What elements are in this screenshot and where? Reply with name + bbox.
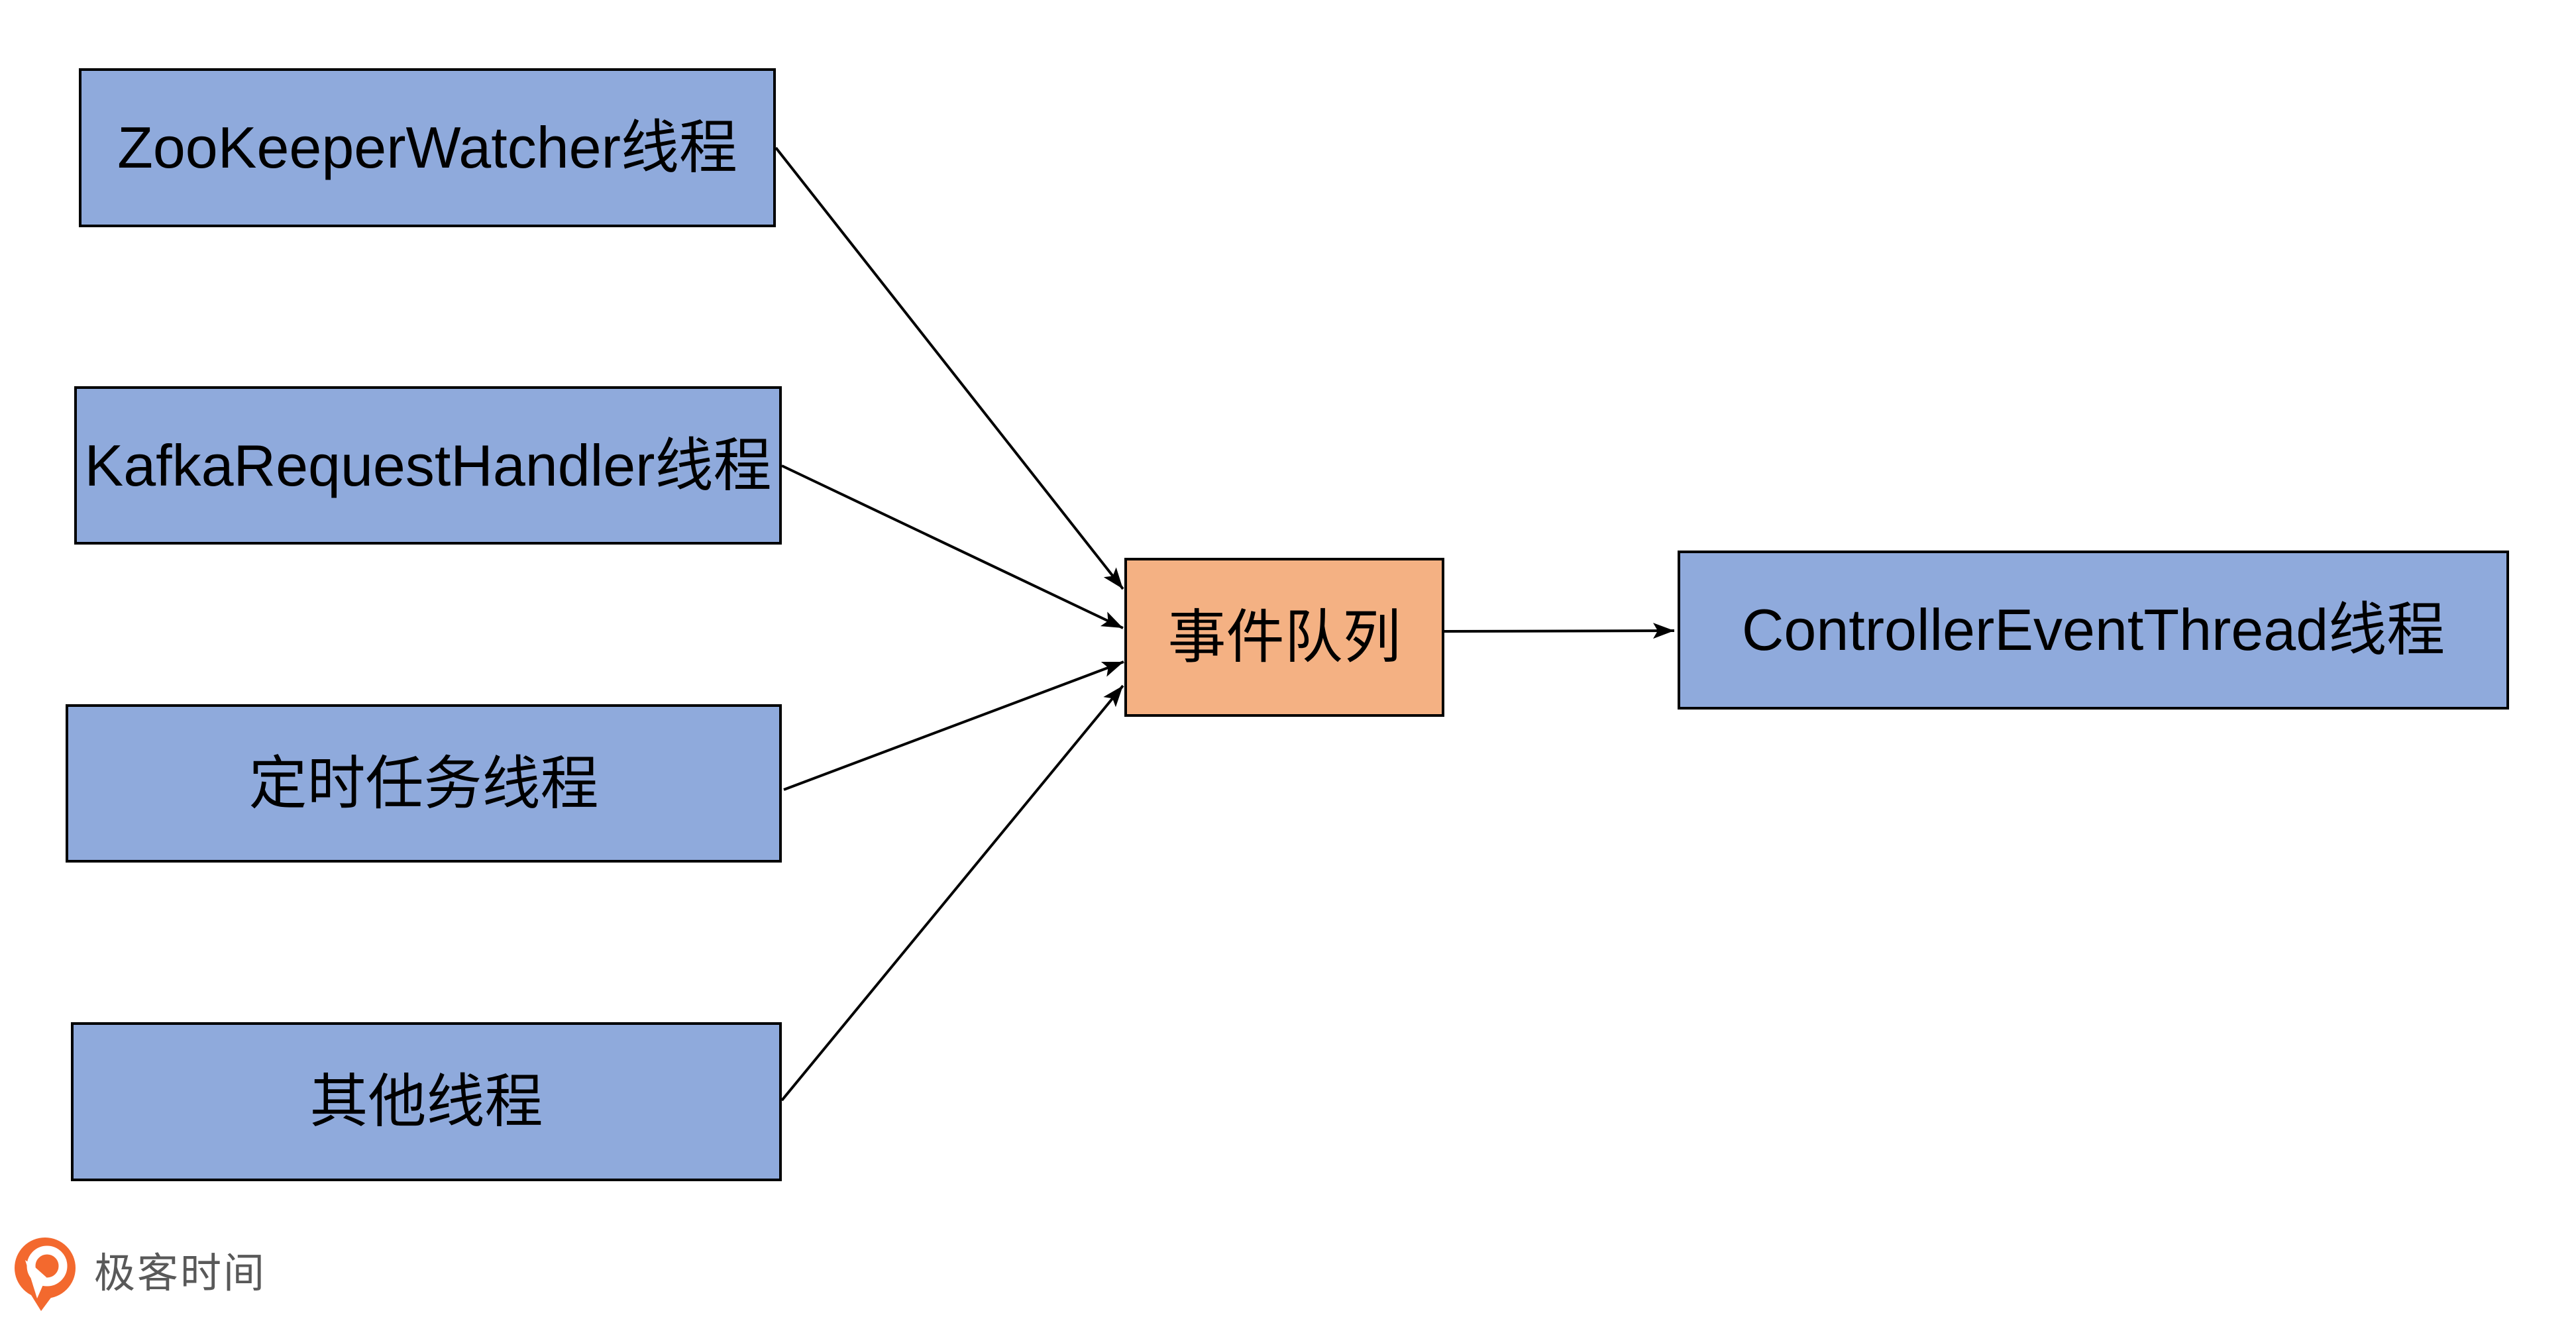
node-controller-event-thread: ControllerEventThread线程 — [1678, 551, 2509, 710]
node-zookeeper-watcher-thread: ZooKeeperWatcher线程 — [79, 68, 776, 227]
edge-kafka-request-handler-thread-to-event-queue — [781, 464, 1124, 629]
brand-footer: 极客时间 — [12, 1236, 266, 1312]
edge-timer-task-thread-to-event-queue — [783, 660, 1124, 791]
node-other-thread: 其他线程 — [71, 1022, 782, 1181]
edge-zookeeper-watcher-thread-to-event-queue — [775, 146, 1124, 590]
brand-name: 极客时间 — [94, 1251, 267, 1296]
node-event-queue: 事件队列 — [1124, 558, 1444, 717]
node-kafka-request-handler-thread: KafkaRequestHandler线程 — [74, 386, 782, 545]
edge-other-thread-to-event-queue — [780, 684, 1124, 1102]
geektime-logo-icon — [15, 1238, 76, 1311]
node-timer-task-thread: 定时任务线程 — [66, 704, 782, 863]
